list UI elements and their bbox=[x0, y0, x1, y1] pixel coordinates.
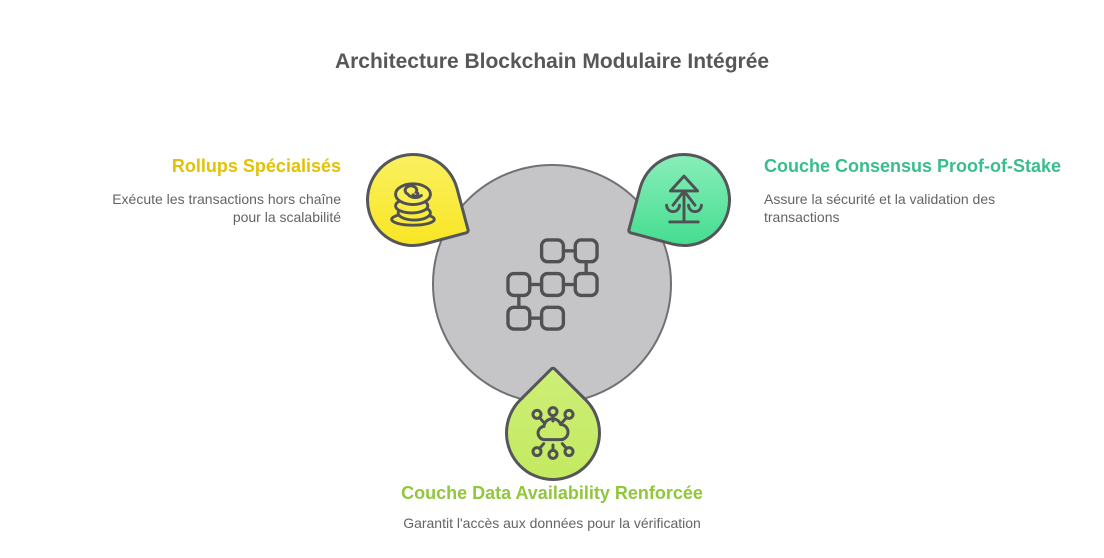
cloud-network-icon bbox=[531, 406, 575, 460]
balance-scale-icon bbox=[665, 174, 703, 224]
blockchain-blocks-icon bbox=[505, 237, 599, 331]
node-data-availability bbox=[485, 365, 621, 501]
rollups-title: Rollups Spécialisés bbox=[171, 156, 341, 176]
consensus-description: Assure la sécurité et la validation des … bbox=[764, 191, 996, 226]
rollups-description: Exécute les transactions hors chaîne pou… bbox=[112, 191, 341, 226]
page-title: Architecture Blockchain Modulaire Intégr… bbox=[334, 50, 770, 73]
consensus-title: Couche Consensus Proof-of-Stake bbox=[764, 156, 1062, 176]
data-availability-title: Couche Data Availability Renforcée bbox=[401, 483, 703, 503]
node-consensus bbox=[626, 142, 742, 258]
label-rollups: Rollups Spécialisés Exécute les transact… bbox=[111, 156, 341, 226]
central-hub-circle bbox=[432, 164, 672, 404]
node-rollups bbox=[355, 142, 471, 258]
label-consensus: Couche Consensus Proof-of-Stake Assure l… bbox=[764, 156, 1094, 226]
label-data-availability: Couche Data Availability Renforcée Garan… bbox=[352, 483, 752, 532]
data-availability-description: Garantit l'accès aux données pour la vér… bbox=[403, 515, 701, 531]
coin-stack-icon bbox=[390, 182, 436, 227]
